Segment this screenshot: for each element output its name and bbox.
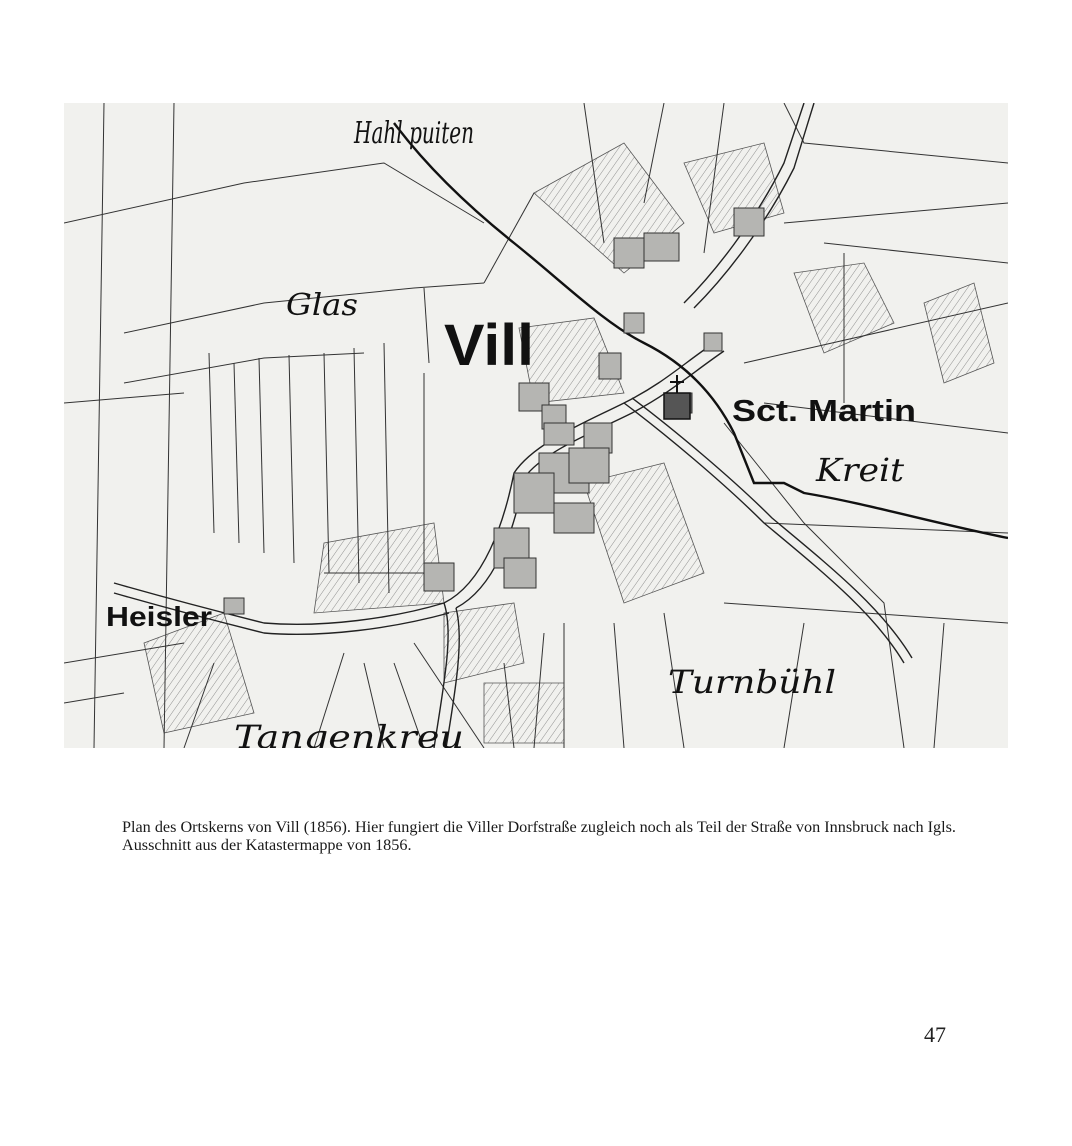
cadastral-map: Vill Sct. Martin Heisler Glas Hahl puite… xyxy=(64,103,1008,748)
map-label-tangenkreu: Tangenkreu xyxy=(234,718,464,748)
buildings xyxy=(223,207,765,615)
cadastral-map-figure: Vill Sct. Martin Heisler Glas Hahl puite… xyxy=(64,103,1008,748)
map-label-hahl-puiten: Hahl puiten xyxy=(353,116,474,151)
page-number: 47 xyxy=(924,1022,946,1047)
map-label-vill: Vill xyxy=(444,313,534,378)
map-label-heisler: Heisler xyxy=(106,601,212,632)
map-label-set-martin: Sct. Martin xyxy=(732,393,916,428)
stream xyxy=(393,122,1008,540)
church-icon xyxy=(663,375,691,420)
parcel-lines xyxy=(64,103,1008,748)
map-label-kreit: Kreit xyxy=(815,451,904,489)
map-label-turnbuhl: Turnbühl xyxy=(668,663,836,701)
map-label-glas: Glas xyxy=(286,288,358,323)
figure-caption: Plan des Ortskerns von Vill (1856). Hier… xyxy=(122,818,956,854)
